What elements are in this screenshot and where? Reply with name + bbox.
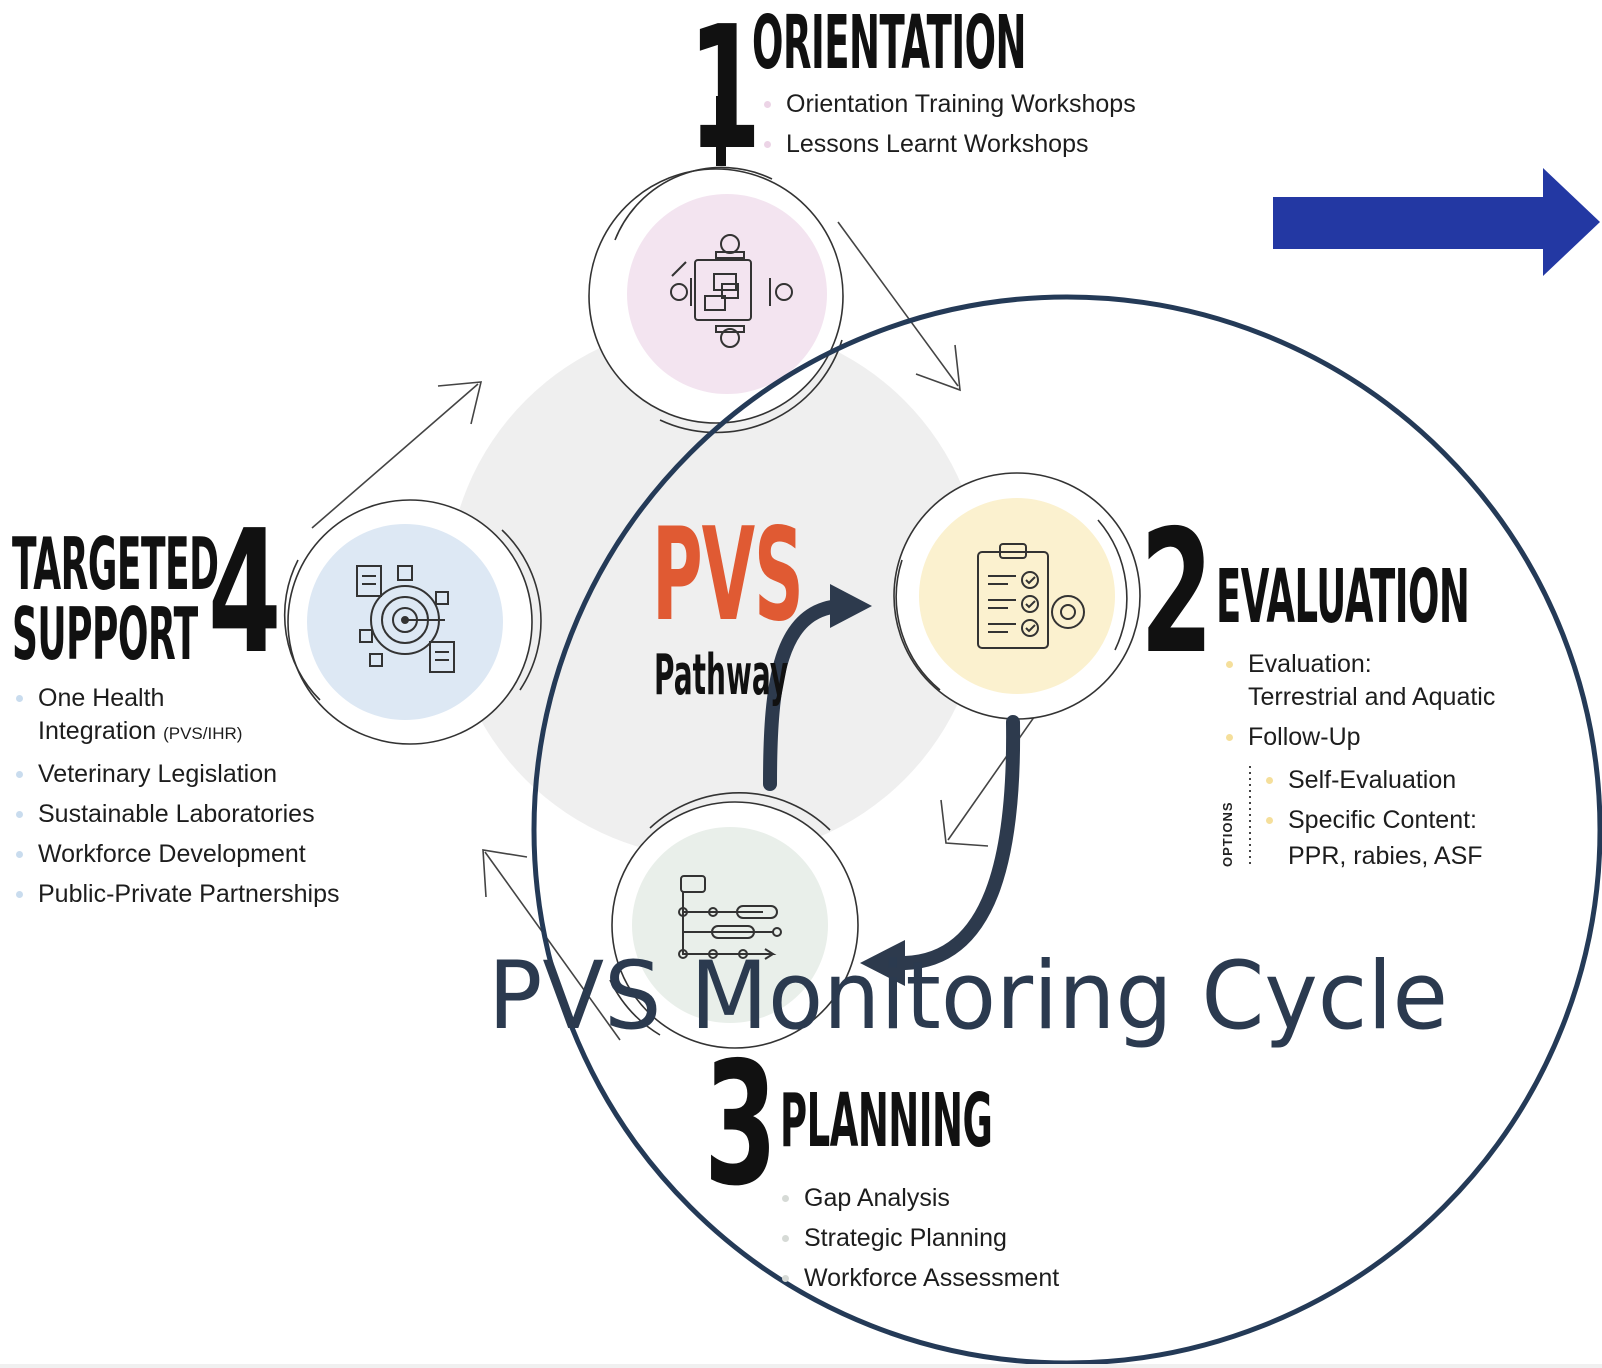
- stage-1-list: Orientation Training Workshops Lessons L…: [762, 84, 1136, 164]
- planning-flow-icon: [678, 875, 782, 960]
- option-continuation: PPR, rabies, ASF: [1288, 842, 1483, 870]
- monitoring-cycle-ring: [531, 294, 1602, 1366]
- stage-4-title-line2: SUPPORT: [12, 592, 198, 676]
- center-title: PVS: [652, 501, 804, 650]
- list-item-continuation: Integration: [38, 717, 157, 745]
- stage-2-number: 2: [1140, 494, 1214, 692]
- stage-4-number: 4: [208, 494, 282, 692]
- list-item: Evaluation:: [1224, 644, 1495, 684]
- list-item: Workforce Assessment: [780, 1258, 1059, 1298]
- list-item: Workforce Development: [14, 834, 340, 874]
- cycle-arrow-3-to-4: [484, 851, 621, 1041]
- cycle-arrow-1-to-2: [837, 221, 959, 387]
- list-item: Lessons Learnt Workshops: [762, 124, 1136, 164]
- orientation-meeting-icon: [670, 234, 793, 348]
- stage-1-stem: [716, 96, 726, 166]
- monitoring-arrows: [763, 599, 1021, 970]
- monitoring-arrow-down-head: [860, 940, 905, 986]
- cycle-arrow-1-to-2-head: [915, 344, 961, 392]
- list-item: Strategic Planning: [780, 1218, 1059, 1258]
- stage-3-title: PLANNING: [780, 1078, 993, 1164]
- monitoring-arrow-down: [898, 715, 1021, 970]
- list-item-note: (PVS/IHR): [163, 724, 243, 743]
- list-item: One Health: [14, 678, 340, 718]
- list-item: Orientation Training Workshops: [762, 84, 1136, 124]
- monitoring-arrow-up: [763, 599, 847, 791]
- right-arrow-icon: [1273, 168, 1600, 276]
- options-label: OPTIONS: [1220, 801, 1235, 867]
- stage-2-title: EVALUATION: [1216, 554, 1470, 640]
- list-item: Self-Evaluation: [1264, 760, 1477, 800]
- stage-3-list: Gap Analysis Strategic Planning Workforc…: [780, 1178, 1059, 1298]
- monitoring-arrow-up-head: [830, 584, 872, 628]
- list-item-continuation: Terrestrial and Aquatic: [1248, 683, 1496, 711]
- stage-1-title: ORIENTATION: [752, 0, 1027, 86]
- list-item: Public-Private Partnerships: [14, 874, 340, 914]
- center-subtitle: Pathway: [654, 643, 789, 708]
- stage-3-number: 3: [704, 1026, 778, 1224]
- cycle-arrow-4-to-1-head: [437, 381, 483, 425]
- list-item: Terrestrial and Aquatic: [1224, 677, 1495, 717]
- monitoring-cycle-label: PVS Monitoring Cycle: [488, 942, 1448, 1051]
- bottom-rule: [0, 1364, 1602, 1368]
- list-item: Sustainable Laboratories: [14, 794, 340, 834]
- list-item: Veterinary Legislation: [14, 754, 340, 794]
- cycle-arrow-4-to-1: [311, 383, 479, 529]
- list-item: Integration (PVS/IHR): [14, 711, 340, 754]
- stage-2-circle: [893, 472, 1141, 720]
- cycle-arrow-2-to-3-head: [940, 799, 989, 847]
- stage-4-title-line1: TARGETED: [12, 522, 219, 606]
- cycle-arrow-3-to-4-head: [482, 849, 528, 898]
- list-item: Gap Analysis: [780, 1178, 1059, 1218]
- target-support-icon: [356, 565, 455, 673]
- stage-4-list: One Health Integration (PVS/IHR) Veterin…: [14, 678, 340, 914]
- center-disc: [447, 322, 983, 858]
- stage-2-list: Evaluation: Terrestrial and Aquatic Foll…: [1224, 644, 1495, 757]
- list-item: Follow-Up: [1224, 717, 1495, 757]
- stage-1-number: 1: [688, 0, 762, 188]
- stage-2-options-list: Self-Evaluation Specific Content:: [1264, 760, 1477, 840]
- cycle-arrows: [311, 221, 1061, 1041]
- evaluation-checklist-icon: [977, 543, 1085, 649]
- list-item: Specific Content:: [1264, 800, 1477, 840]
